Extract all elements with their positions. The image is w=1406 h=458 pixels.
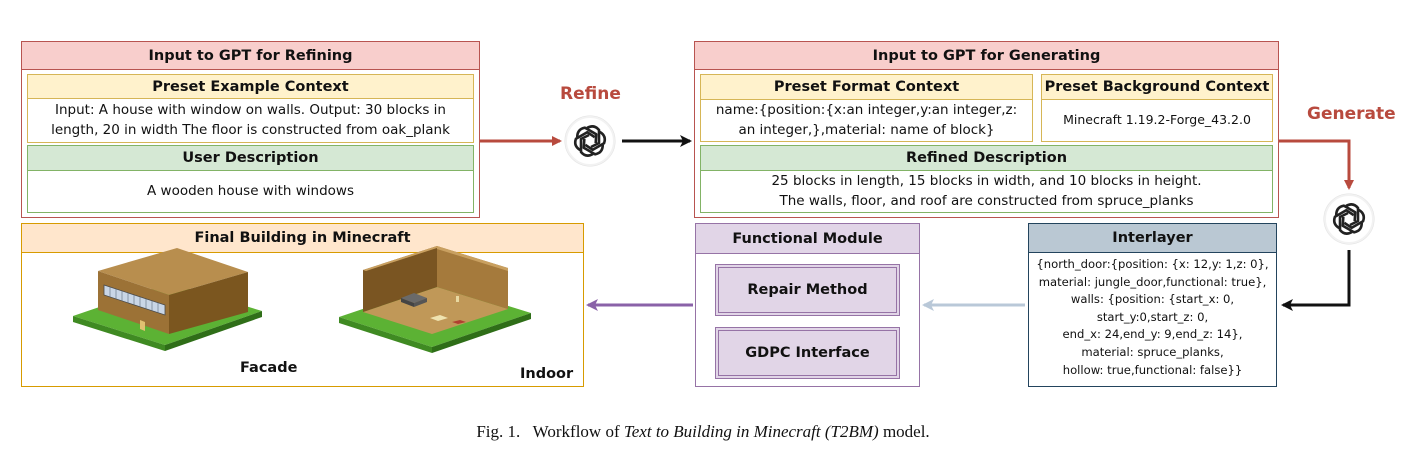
- preset-background-title: Preset Background Context: [1041, 74, 1273, 100]
- interlayer-line: material: spruce_planks,: [1081, 344, 1224, 359]
- refined-description-body: 25 blocks in length, 15 blocks in width,…: [700, 170, 1273, 213]
- repair-method-box: Repair Method: [715, 264, 900, 316]
- preset-example-title: Preset Example Context: [27, 74, 474, 99]
- preset-format-line-1: name:{position:{x:an integer,y:an intege…: [715, 101, 1018, 118]
- preset-example-line-2: length, 20 in width The floor is constru…: [51, 121, 450, 138]
- functional-module-title: Functional Module: [695, 223, 920, 254]
- facade-building-image: [73, 248, 262, 351]
- indoor-building-image: [339, 246, 531, 353]
- indoor-label: Indoor: [520, 366, 574, 382]
- interlayer-line: start_y:0,start_z: 0,: [1096, 309, 1209, 324]
- refine-label: Refine: [560, 84, 621, 104]
- gdpc-interface-box: GDPC Interface: [715, 327, 900, 379]
- facade-label: Facade: [240, 360, 298, 376]
- preset-background-text: Minecraft 1.19.2-Forge_43.2.0: [1041, 99, 1273, 142]
- preset-format-body: name:{position:{x:an integer,y:an intege…: [700, 99, 1033, 142]
- final-building-title: Final Building in Minecraft: [21, 223, 584, 253]
- interlayer-line: material: jungle_door,functional: true},: [1038, 274, 1267, 289]
- generate-arrow: [1273, 139, 1354, 190]
- refining-title: Input to GPT for Refining: [21, 41, 480, 70]
- generating-title: Input to GPT for Generating: [694, 41, 1279, 70]
- interlayer-line: hollow: true,functional: false}}: [1062, 362, 1243, 377]
- generate-label: Generate: [1307, 104, 1396, 124]
- user-description-text: A wooden house with windows: [27, 170, 474, 213]
- interlayer-line: walls: {position: {start_x: 0,: [1070, 292, 1235, 307]
- openai-logo-icon: [564, 115, 616, 167]
- gpt-to-interlayer-arrow: [1281, 250, 1351, 311]
- preset-example-body: Input: A house with window on walls. Out…: [27, 98, 474, 143]
- caption-suffix: model.: [878, 422, 930, 441]
- interlayer-code: {north_door:{position: {x: 12,y: 1,z: 0}…: [1030, 256, 1275, 384]
- preset-example-line-1: Input: A house with window on walls. Out…: [55, 101, 446, 118]
- refined-description-line-1: 25 blocks in length, 15 blocks in width,…: [771, 172, 1202, 189]
- interlayer-line: end_x: 24,end_y: 9,end_z: 14},: [1062, 327, 1243, 342]
- caption-italic: Text to Building in Minecraft (T2BM): [623, 422, 879, 441]
- openai-logo-icon: [1323, 193, 1375, 245]
- interlayer-title: Interlayer: [1028, 223, 1277, 253]
- interlayer-line: {north_door:{position: {x: 12,y: 1,z: 0}…: [1036, 257, 1269, 271]
- refined-description-line-2: The walls, floor, and roof are construct…: [779, 192, 1194, 209]
- caption-prefix: Fig. 1. Workflow of: [476, 422, 624, 441]
- preset-format-line-2: an integer,},material: name of block}: [738, 121, 995, 138]
- figure-caption: Fig. 1. Workflow of Text to Building in …: [0, 422, 1406, 442]
